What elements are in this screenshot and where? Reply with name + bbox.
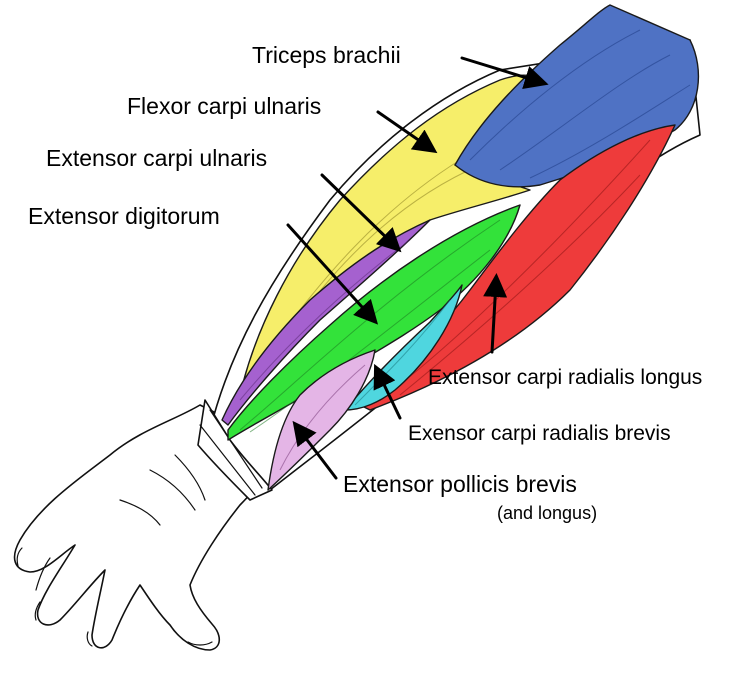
label-extensor-digitorum: Extensor digitorum: [28, 203, 220, 229]
pointer-extensor-digitorum: [286, 223, 379, 325]
pointer-ecr-brevis: [373, 363, 402, 420]
label-flexor-carpi-ulnaris: Flexor carpi ulnaris: [127, 93, 321, 119]
pointer-triceps: [460, 56, 549, 90]
label-ecr-longus: Extensor carpi radialis longus: [428, 366, 702, 389]
label-extensor-pollicis-brevis: Extensor pollicis brevis: [343, 471, 577, 497]
labels: Triceps brachii Flexor carpi ulnaris Ext…: [28, 42, 702, 523]
label-triceps-brachii: Triceps brachii: [252, 42, 401, 68]
label-extensor-pollicis-sub: (and longus): [497, 503, 597, 523]
pointer-epb: [292, 420, 338, 480]
wrist-retinaculum: [197, 399, 273, 501]
pointer-lines: [286, 56, 549, 480]
label-ecr-brevis: Exensor carpi radialis brevis: [408, 422, 671, 445]
hand-outline: [13, 404, 271, 651]
label-extensor-carpi-ulnaris: Extensor carpi ulnaris: [46, 145, 267, 171]
pointer-ecr-longus: [483, 273, 508, 354]
extensor-carpi-ulnaris-shape: [221, 219, 431, 426]
extensor-carpi-ulnaris-muscle: [221, 219, 431, 426]
pointer-extensor-carpi-ulnaris: [320, 173, 402, 253]
pointer-flexor-carpi-ulnaris: [376, 110, 438, 154]
